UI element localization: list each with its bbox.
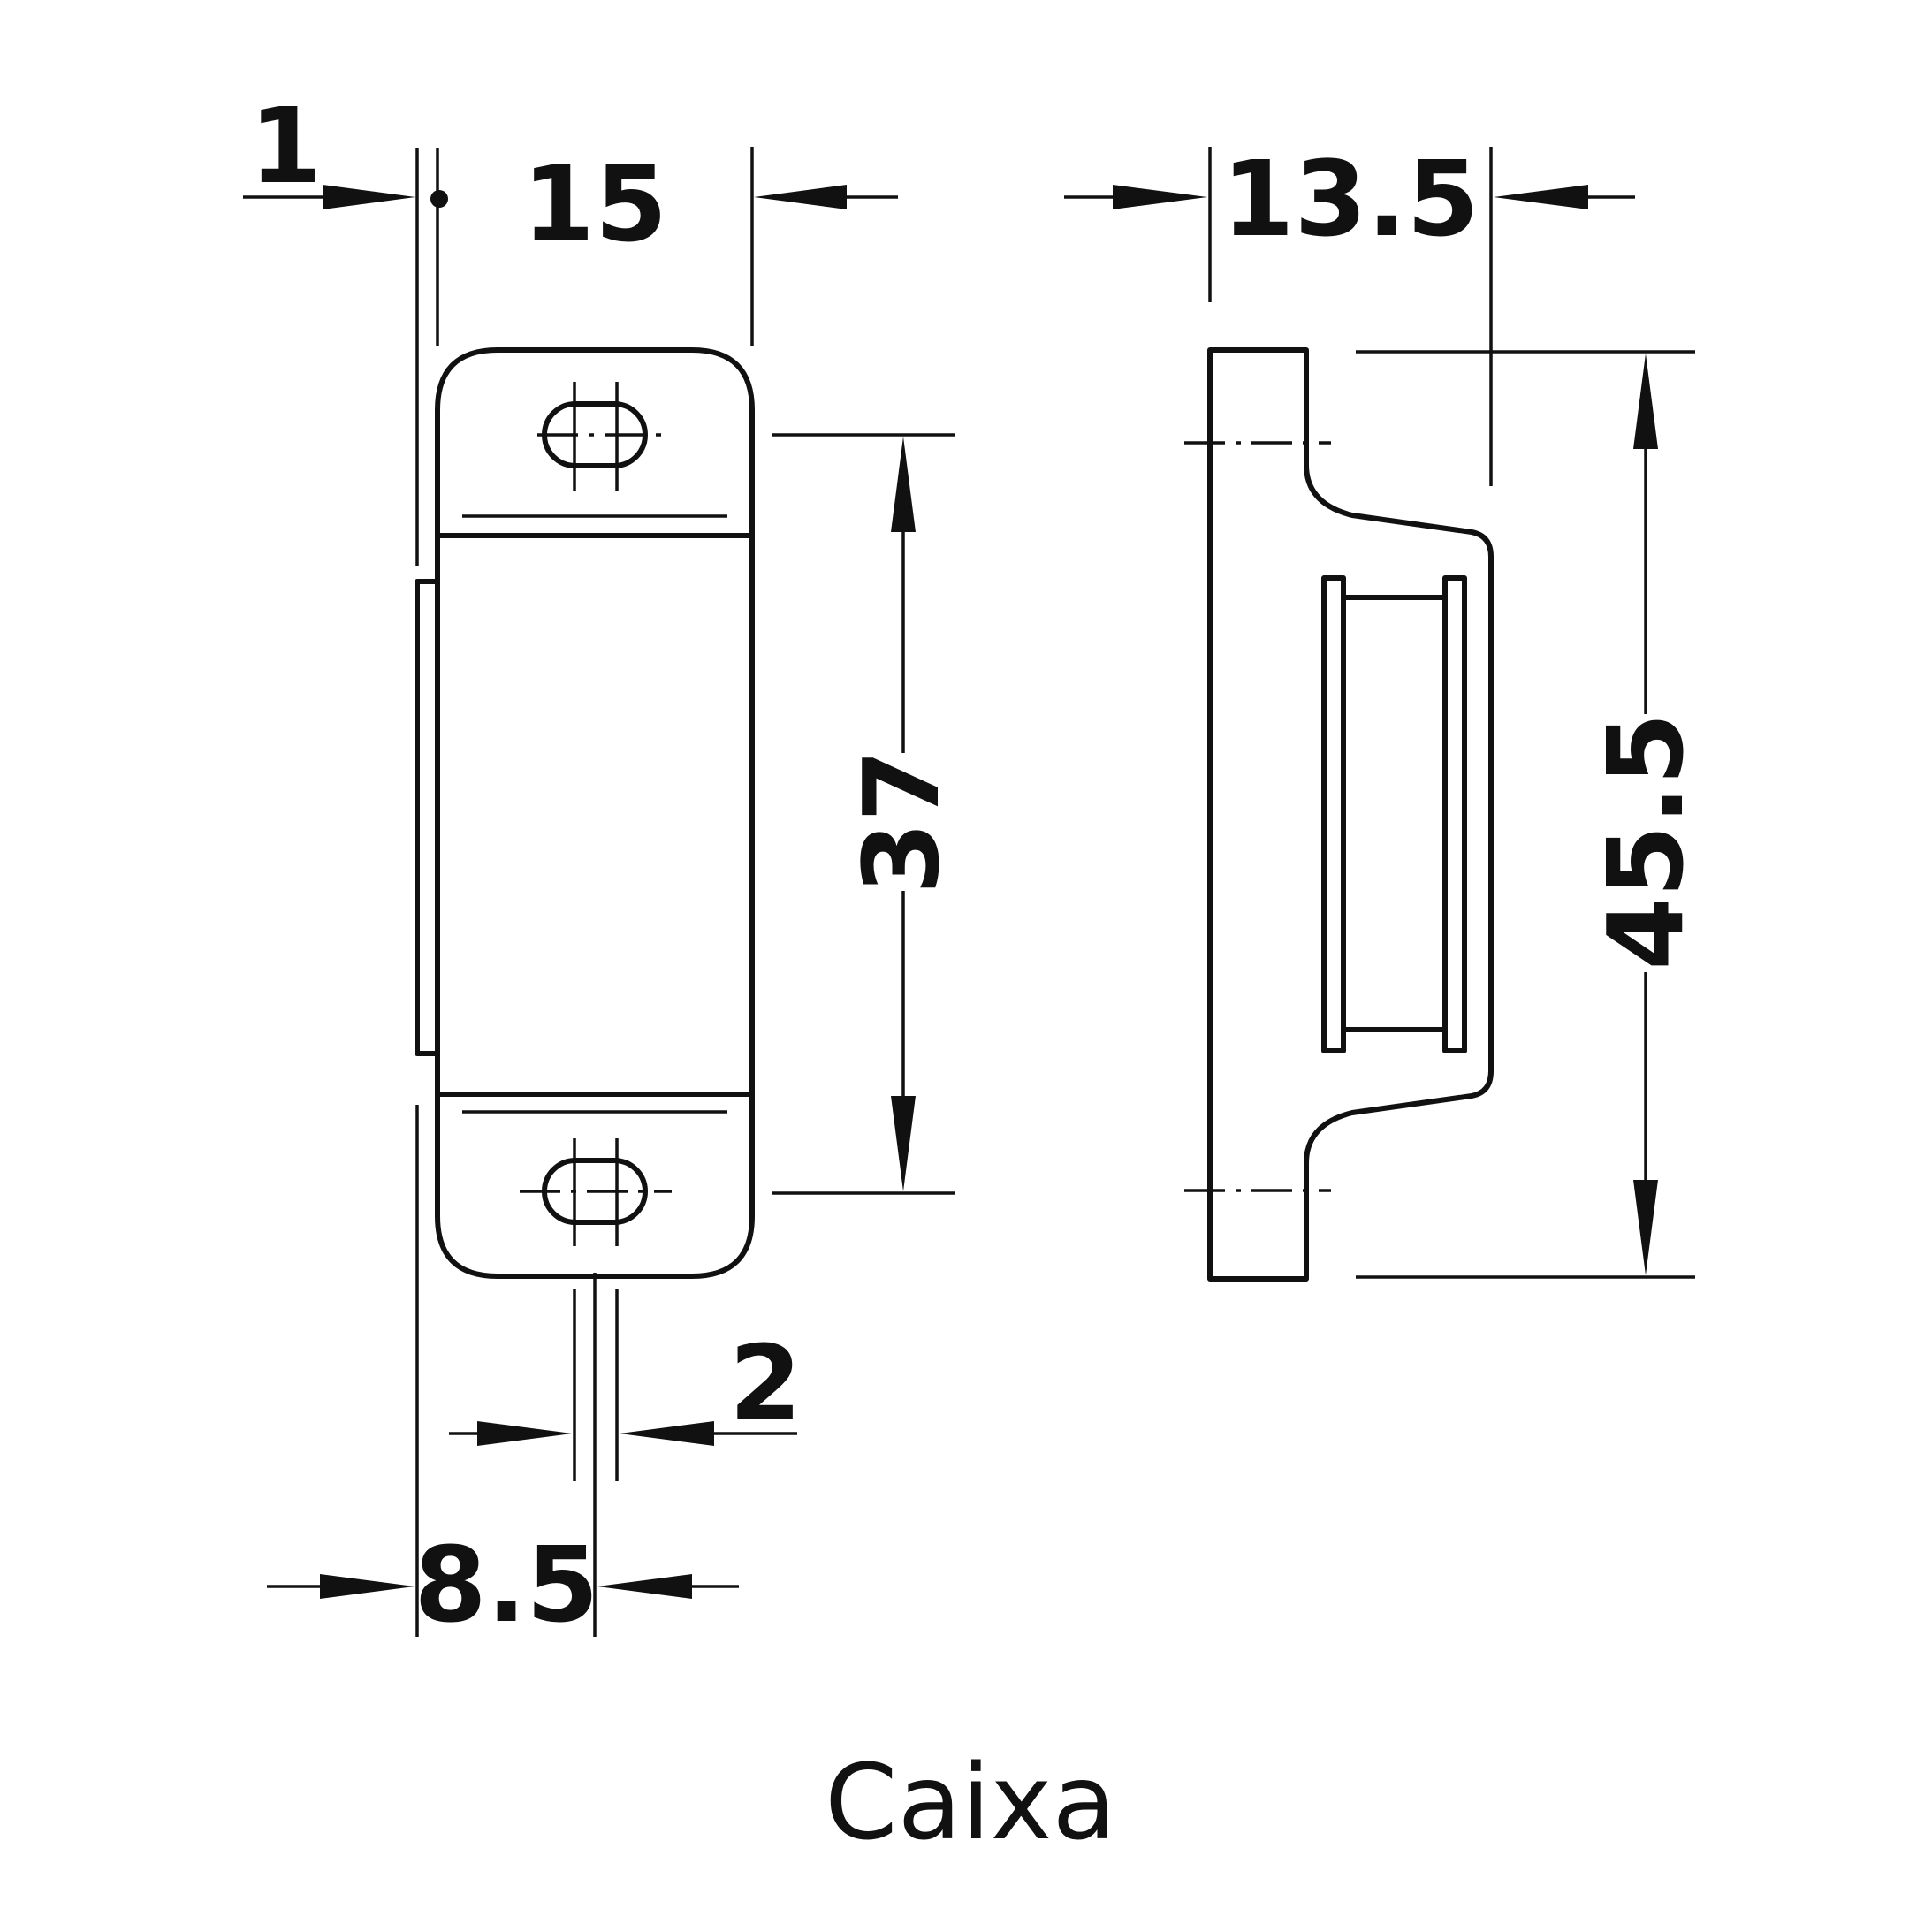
dim-8.5-arrow-left [320, 1574, 415, 1599]
dim-13.5-arrow-right [1494, 185, 1588, 209]
dim-45.5-arrow-bottom [1633, 1180, 1658, 1275]
front-rear-tab [415, 579, 440, 1056]
dim-2-arrow-left [477, 1421, 572, 1446]
dim-1-dot [430, 190, 448, 208]
bottom-mounting-slot [520, 1138, 672, 1246]
dim-37-arrow-bottom [891, 1096, 916, 1191]
front-body-outline [435, 347, 755, 1279]
dim-13.5-arrow-left [1113, 185, 1207, 209]
dim-2-arrow-right [620, 1421, 714, 1446]
dim-45.5-arrow-top [1633, 354, 1658, 449]
magnet-plate-right [1442, 575, 1467, 1053]
dim-side-height: 45.5 [1585, 712, 1707, 970]
caption: Caixa [825, 1741, 1116, 1863]
dim-slot-offset: 8.5 [414, 1524, 598, 1646]
dim-37-arrow-top [891, 437, 916, 532]
side-view: 13.5 45.5 [1064, 138, 1707, 1282]
magnet-plate-left [1321, 575, 1346, 1053]
dim-front-width: 15 [522, 143, 667, 265]
front-view: 1 15 37 2 8.5 [243, 85, 962, 1646]
top-mounting-slot [537, 382, 672, 491]
dim-slot-width: 2 [729, 1322, 802, 1444]
dim-hole-spacing: 37 [840, 749, 962, 894]
dim-side-depth: 13.5 [1221, 138, 1479, 260]
dim-8.5-arrow-right [597, 1574, 692, 1599]
dim-1-arrow [323, 185, 415, 209]
dim-15-arrow [754, 185, 847, 209]
dim-front-offset: 1 [249, 85, 322, 207]
side-body-outline [1207, 347, 1494, 1282]
